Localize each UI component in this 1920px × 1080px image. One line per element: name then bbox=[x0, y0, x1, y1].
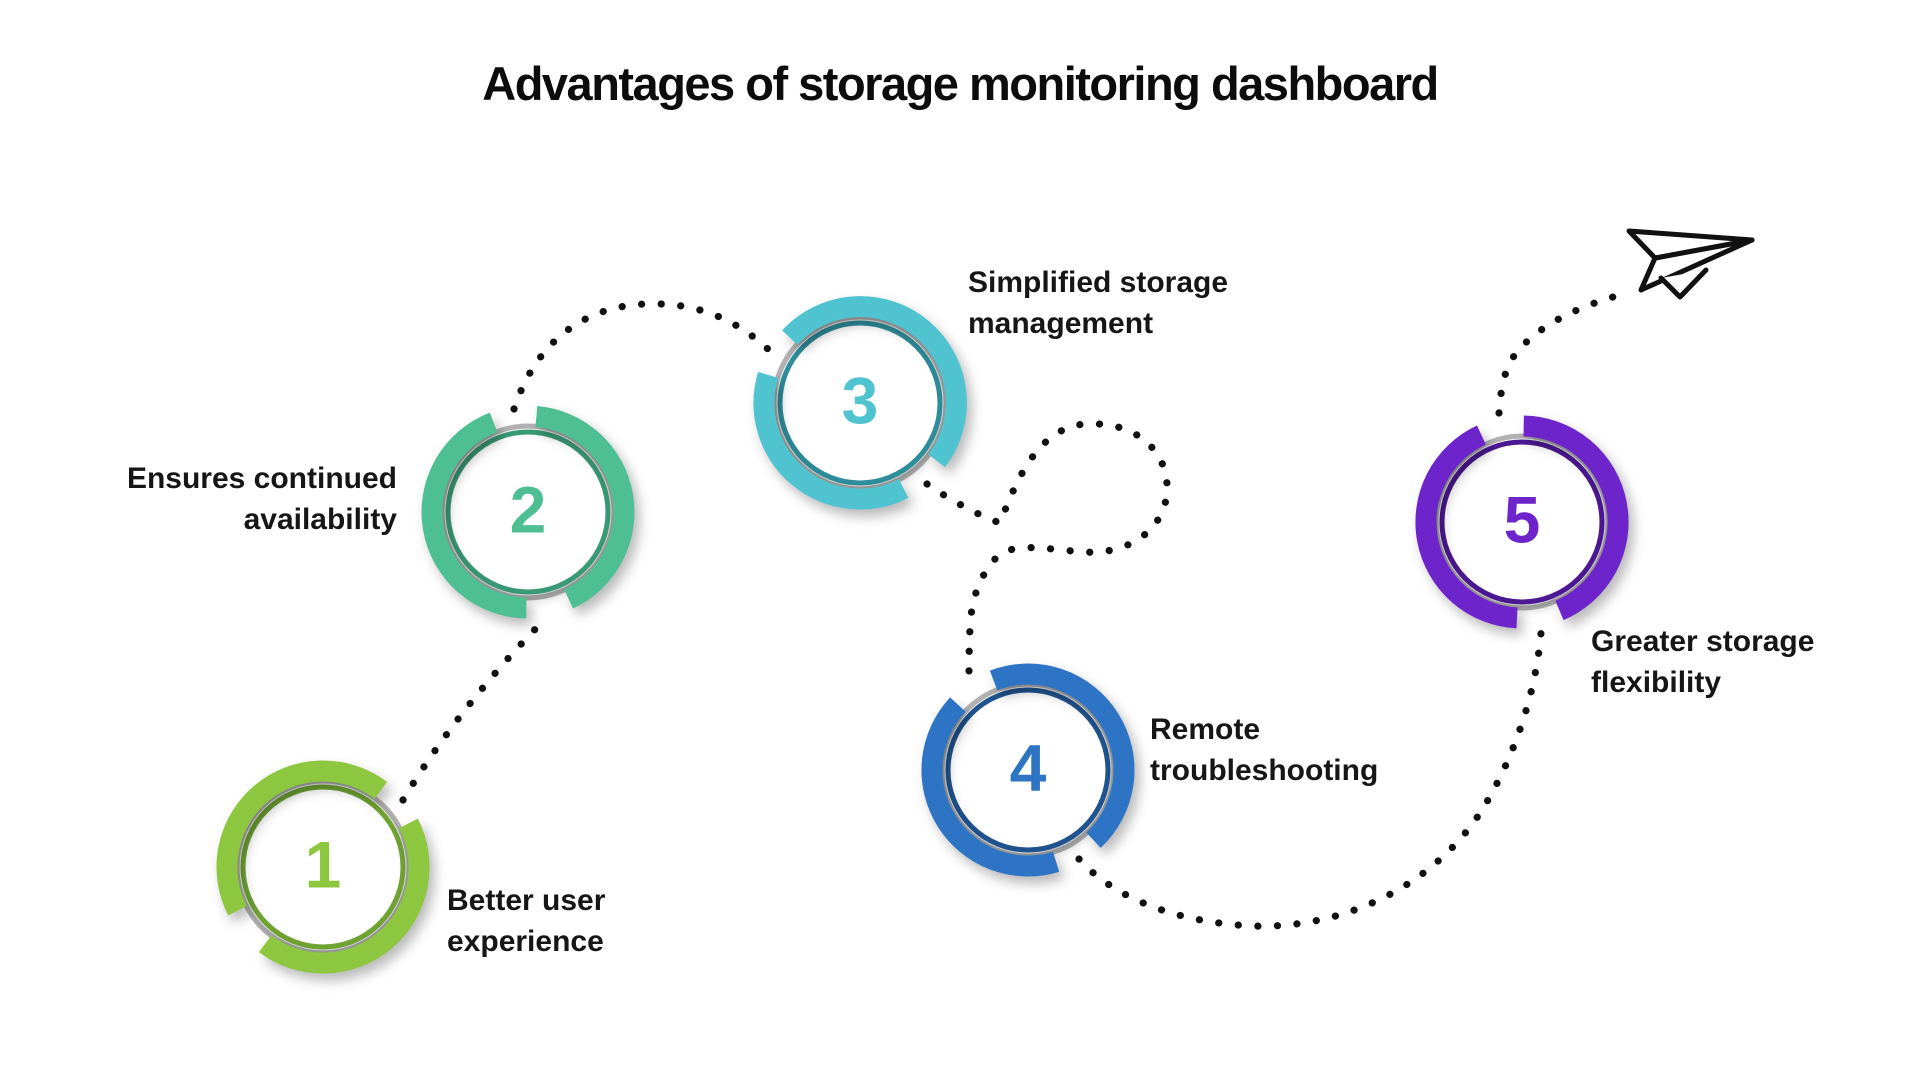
step-number-1: 1 bbox=[304, 827, 342, 902]
dotted-segment-1 bbox=[399, 612, 552, 804]
step-label-1: Better user experience bbox=[447, 884, 606, 958]
step-label-5: Greater storage flexibility bbox=[1591, 625, 1815, 699]
dotted-segment-2 bbox=[510, 300, 774, 413]
step-label-4: Remote troubleshooting bbox=[1150, 713, 1379, 787]
ring-step-4 bbox=[921, 663, 1135, 877]
step-number-5: 5 bbox=[1503, 482, 1541, 557]
step-number-2: 2 bbox=[509, 472, 547, 547]
ring-step-5 bbox=[1415, 415, 1629, 629]
ring-step-1 bbox=[216, 760, 430, 974]
dotted-flight-path bbox=[399, 289, 1631, 930]
paper-plane-icon bbox=[1626, 228, 1755, 300]
step-number-4: 4 bbox=[1009, 730, 1047, 805]
step-label-2: Ensures continued availability bbox=[126, 462, 397, 536]
ring-step-3 bbox=[753, 296, 967, 510]
dotted-segment-3 bbox=[923, 420, 1171, 684]
dotted-segment-5 bbox=[1495, 289, 1631, 417]
step-label-3: Simplified storage management bbox=[968, 266, 1229, 340]
ring-step-2 bbox=[421, 405, 635, 619]
step-number-3: 3 bbox=[841, 363, 879, 438]
page-title: Advantages of storage monitoring dashboa… bbox=[482, 57, 1439, 110]
dotted-segment-4 bbox=[1075, 629, 1545, 930]
